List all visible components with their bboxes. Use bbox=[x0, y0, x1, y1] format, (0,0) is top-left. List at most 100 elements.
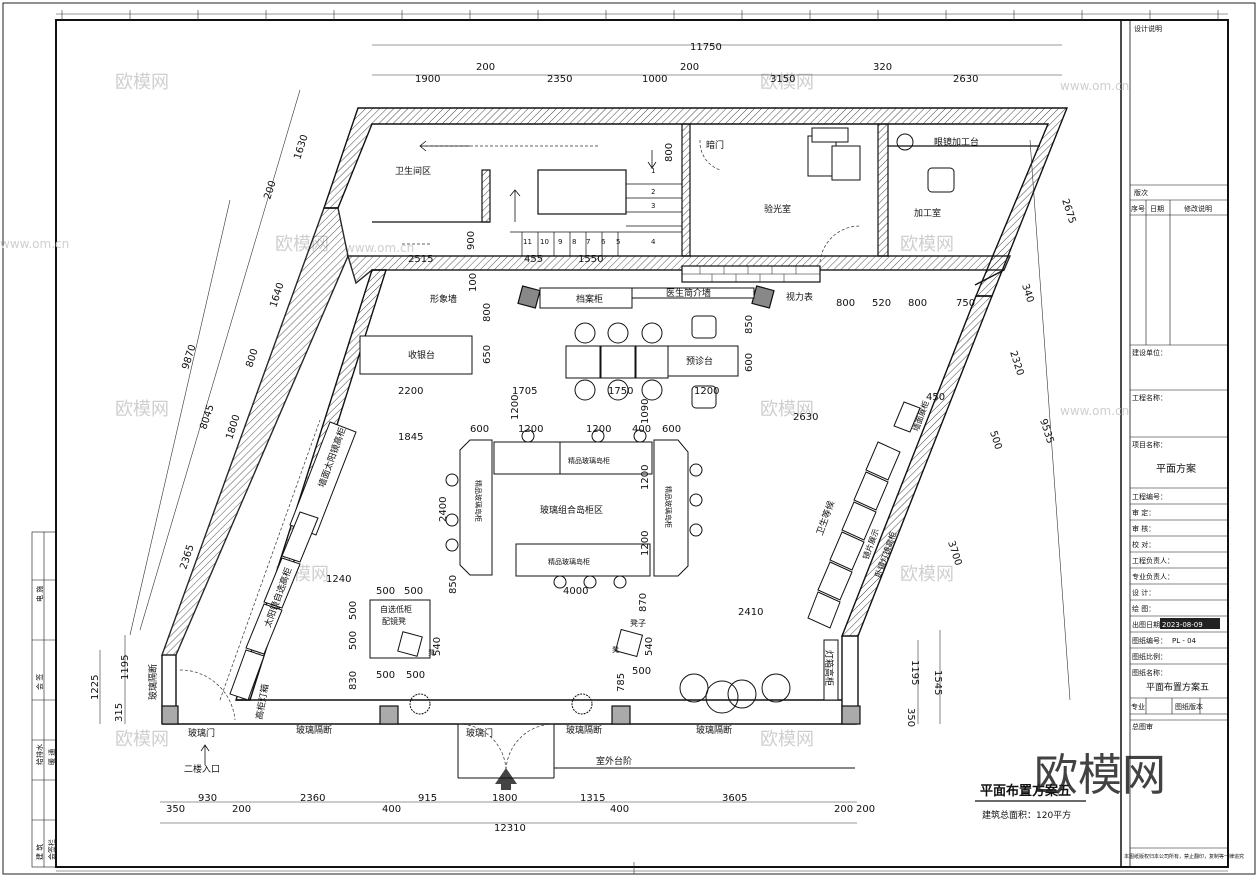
dim-i-900: 900 bbox=[466, 231, 477, 250]
label-sofa-area: 卫生等候 bbox=[814, 499, 838, 537]
label-lens-bench: 眼镜加工台 bbox=[934, 136, 979, 148]
label-stool2: 凳 bbox=[428, 648, 435, 657]
stair-2: 2 bbox=[651, 188, 655, 196]
tb-scope-2: 图纸版本 bbox=[1175, 702, 1203, 711]
left-outer-wall bbox=[161, 207, 349, 656]
dim-lr-870: 870 bbox=[638, 593, 649, 612]
strip-1: 电 施 bbox=[35, 586, 44, 602]
island-left bbox=[459, 439, 493, 576]
strip-7: 会签栏 bbox=[47, 839, 56, 860]
watermark-10: 欧模网 bbox=[760, 729, 814, 750]
dim-l-500b: 500 bbox=[404, 586, 423, 597]
stair-7: 7 bbox=[586, 238, 590, 246]
label-vision-chart: 视力表 bbox=[786, 291, 813, 303]
watermark-6: 欧模网 bbox=[760, 399, 814, 420]
right-wall-cabinet bbox=[893, 401, 921, 433]
dim-bot-400b: 400 bbox=[610, 804, 629, 815]
outdoor-steps bbox=[457, 724, 855, 779]
dim-d-2630: 2630 bbox=[793, 412, 818, 423]
tb-date-value: 2023-08-09 bbox=[1162, 621, 1203, 629]
dim-c-400: 400 bbox=[632, 424, 651, 435]
dim-bot-3605: 3605 bbox=[722, 793, 747, 804]
brick-pattern bbox=[682, 266, 820, 282]
top-dimensions: 11750 200 200 320 1900 2350 1000 3150 26… bbox=[415, 42, 978, 85]
dim-top-1000: 1000 bbox=[642, 74, 667, 85]
dim-c-1200a: 1200 bbox=[518, 424, 543, 435]
walls bbox=[161, 107, 1069, 725]
dim-c-1090: 1090 bbox=[640, 399, 651, 424]
dim-i-850: 850 bbox=[744, 315, 755, 334]
tb-drawing-name: 平面布置方案五 bbox=[1146, 681, 1209, 693]
dim-bot-1800: 1800 bbox=[492, 793, 517, 804]
plan-title: 平面布置方案五 建筑总面积：120平方 欧模网 bbox=[975, 750, 1166, 821]
label-partition-right: 玻璃隔断 bbox=[696, 724, 732, 736]
label-mirror: 配镜凳 bbox=[382, 616, 406, 626]
tb-drawing-no-label: 图纸编号： bbox=[1132, 636, 1167, 645]
label-archive: 档案柜 bbox=[576, 293, 603, 305]
label-processing: 加工室 bbox=[914, 207, 941, 219]
interior-wall bbox=[347, 255, 1012, 285]
label-partition-mid: 玻璃隔断 bbox=[566, 724, 602, 736]
pre-diagnosis-desk bbox=[667, 345, 739, 377]
island-top-b bbox=[559, 441, 653, 475]
label-darkroom: 暗门 bbox=[706, 139, 724, 151]
watermark-9: 欧模网 bbox=[115, 729, 169, 750]
tb-approve: 审 定： bbox=[1132, 508, 1155, 517]
tb-verify: 审 核： bbox=[1132, 524, 1155, 533]
stairs bbox=[510, 183, 682, 256]
waiting-sofa bbox=[807, 441, 901, 629]
stair-9: 9 bbox=[558, 238, 562, 246]
tb-item-value: 平面方案 bbox=[1156, 462, 1196, 475]
left-dimensions: 9870 1630 200 1640 800 1800 8045 2365 12… bbox=[90, 133, 311, 722]
dim-bot-1315: 1315 bbox=[580, 793, 605, 804]
tb-person: 工程负责人： bbox=[1132, 556, 1174, 565]
dim-i-1550: 1550 bbox=[578, 254, 603, 265]
dim-left-9870: 9870 bbox=[180, 343, 198, 371]
dim-i-455: 455 bbox=[524, 254, 543, 265]
tb-check: 校 对： bbox=[1132, 540, 1155, 549]
dim-l-500d: 500 bbox=[348, 631, 359, 650]
dim-lr-540: 540 bbox=[644, 637, 655, 656]
dim-bot-2360: 2360 bbox=[300, 793, 325, 804]
watermark-1: 欧模网 bbox=[115, 72, 169, 93]
dim-c-4000: 4000 bbox=[563, 586, 588, 597]
label-outdoor-step: 室外台阶 bbox=[596, 755, 632, 767]
stair-4: 4 bbox=[651, 238, 656, 246]
dim-right-2320: 2320 bbox=[1007, 350, 1025, 378]
dim-bot-200b: 200 bbox=[834, 804, 853, 815]
dim-c-1200c: 1200 bbox=[510, 395, 521, 420]
furniture bbox=[229, 127, 955, 715]
cashier-desk bbox=[359, 335, 473, 375]
strip-6: 建 筑 bbox=[35, 844, 44, 860]
dim-c-1200e: 1200 bbox=[640, 531, 651, 556]
label-pre-diagnosis: 预诊台 bbox=[686, 355, 713, 367]
dim-top-200b: 200 bbox=[680, 62, 699, 73]
label-glass-door2: 玻璃门 bbox=[466, 727, 493, 739]
tb-rev-col-2: 日期 bbox=[1150, 205, 1164, 213]
stair-10: 10 bbox=[540, 238, 549, 246]
dim-top-320: 320 bbox=[873, 62, 892, 73]
stair-6: 6 bbox=[601, 238, 606, 246]
stair-wall bbox=[537, 169, 627, 215]
plan-title-name: 平面布置方案五 bbox=[980, 783, 1071, 799]
tb-project-no: 工程编号： bbox=[1132, 492, 1167, 501]
dim-bot-total: 12310 bbox=[494, 823, 526, 834]
tb-construction: 建设单位： bbox=[1132, 348, 1167, 357]
dim-bot-200c: 200 bbox=[856, 804, 875, 815]
dim-right-450: 450 bbox=[926, 392, 945, 403]
optometry-wall bbox=[681, 123, 691, 257]
dim-lr-500: 500 bbox=[632, 666, 651, 677]
label-glass-partition: 玻璃隔断 bbox=[296, 724, 332, 736]
tb-drawing-no: PL - 04 bbox=[1172, 637, 1197, 645]
dim-l-500c: 500 bbox=[348, 601, 359, 620]
dim-right-9535: 9535 bbox=[1037, 418, 1055, 446]
stair-11: 11 bbox=[523, 238, 532, 246]
dim-top-200a: 200 bbox=[476, 62, 495, 73]
strip-4: 暖 通 bbox=[47, 749, 56, 765]
title-block-text: 设计说明 版次 序号 日期 修改说明 建设单位： 工程名称： 项目名称： 平面方… bbox=[1124, 24, 1244, 860]
dimension-lines bbox=[99, 44, 1071, 824]
label-optometry: 验光室 bbox=[764, 203, 791, 215]
dim-left-1225: 1225 bbox=[90, 675, 101, 700]
island-bottom bbox=[515, 543, 651, 577]
